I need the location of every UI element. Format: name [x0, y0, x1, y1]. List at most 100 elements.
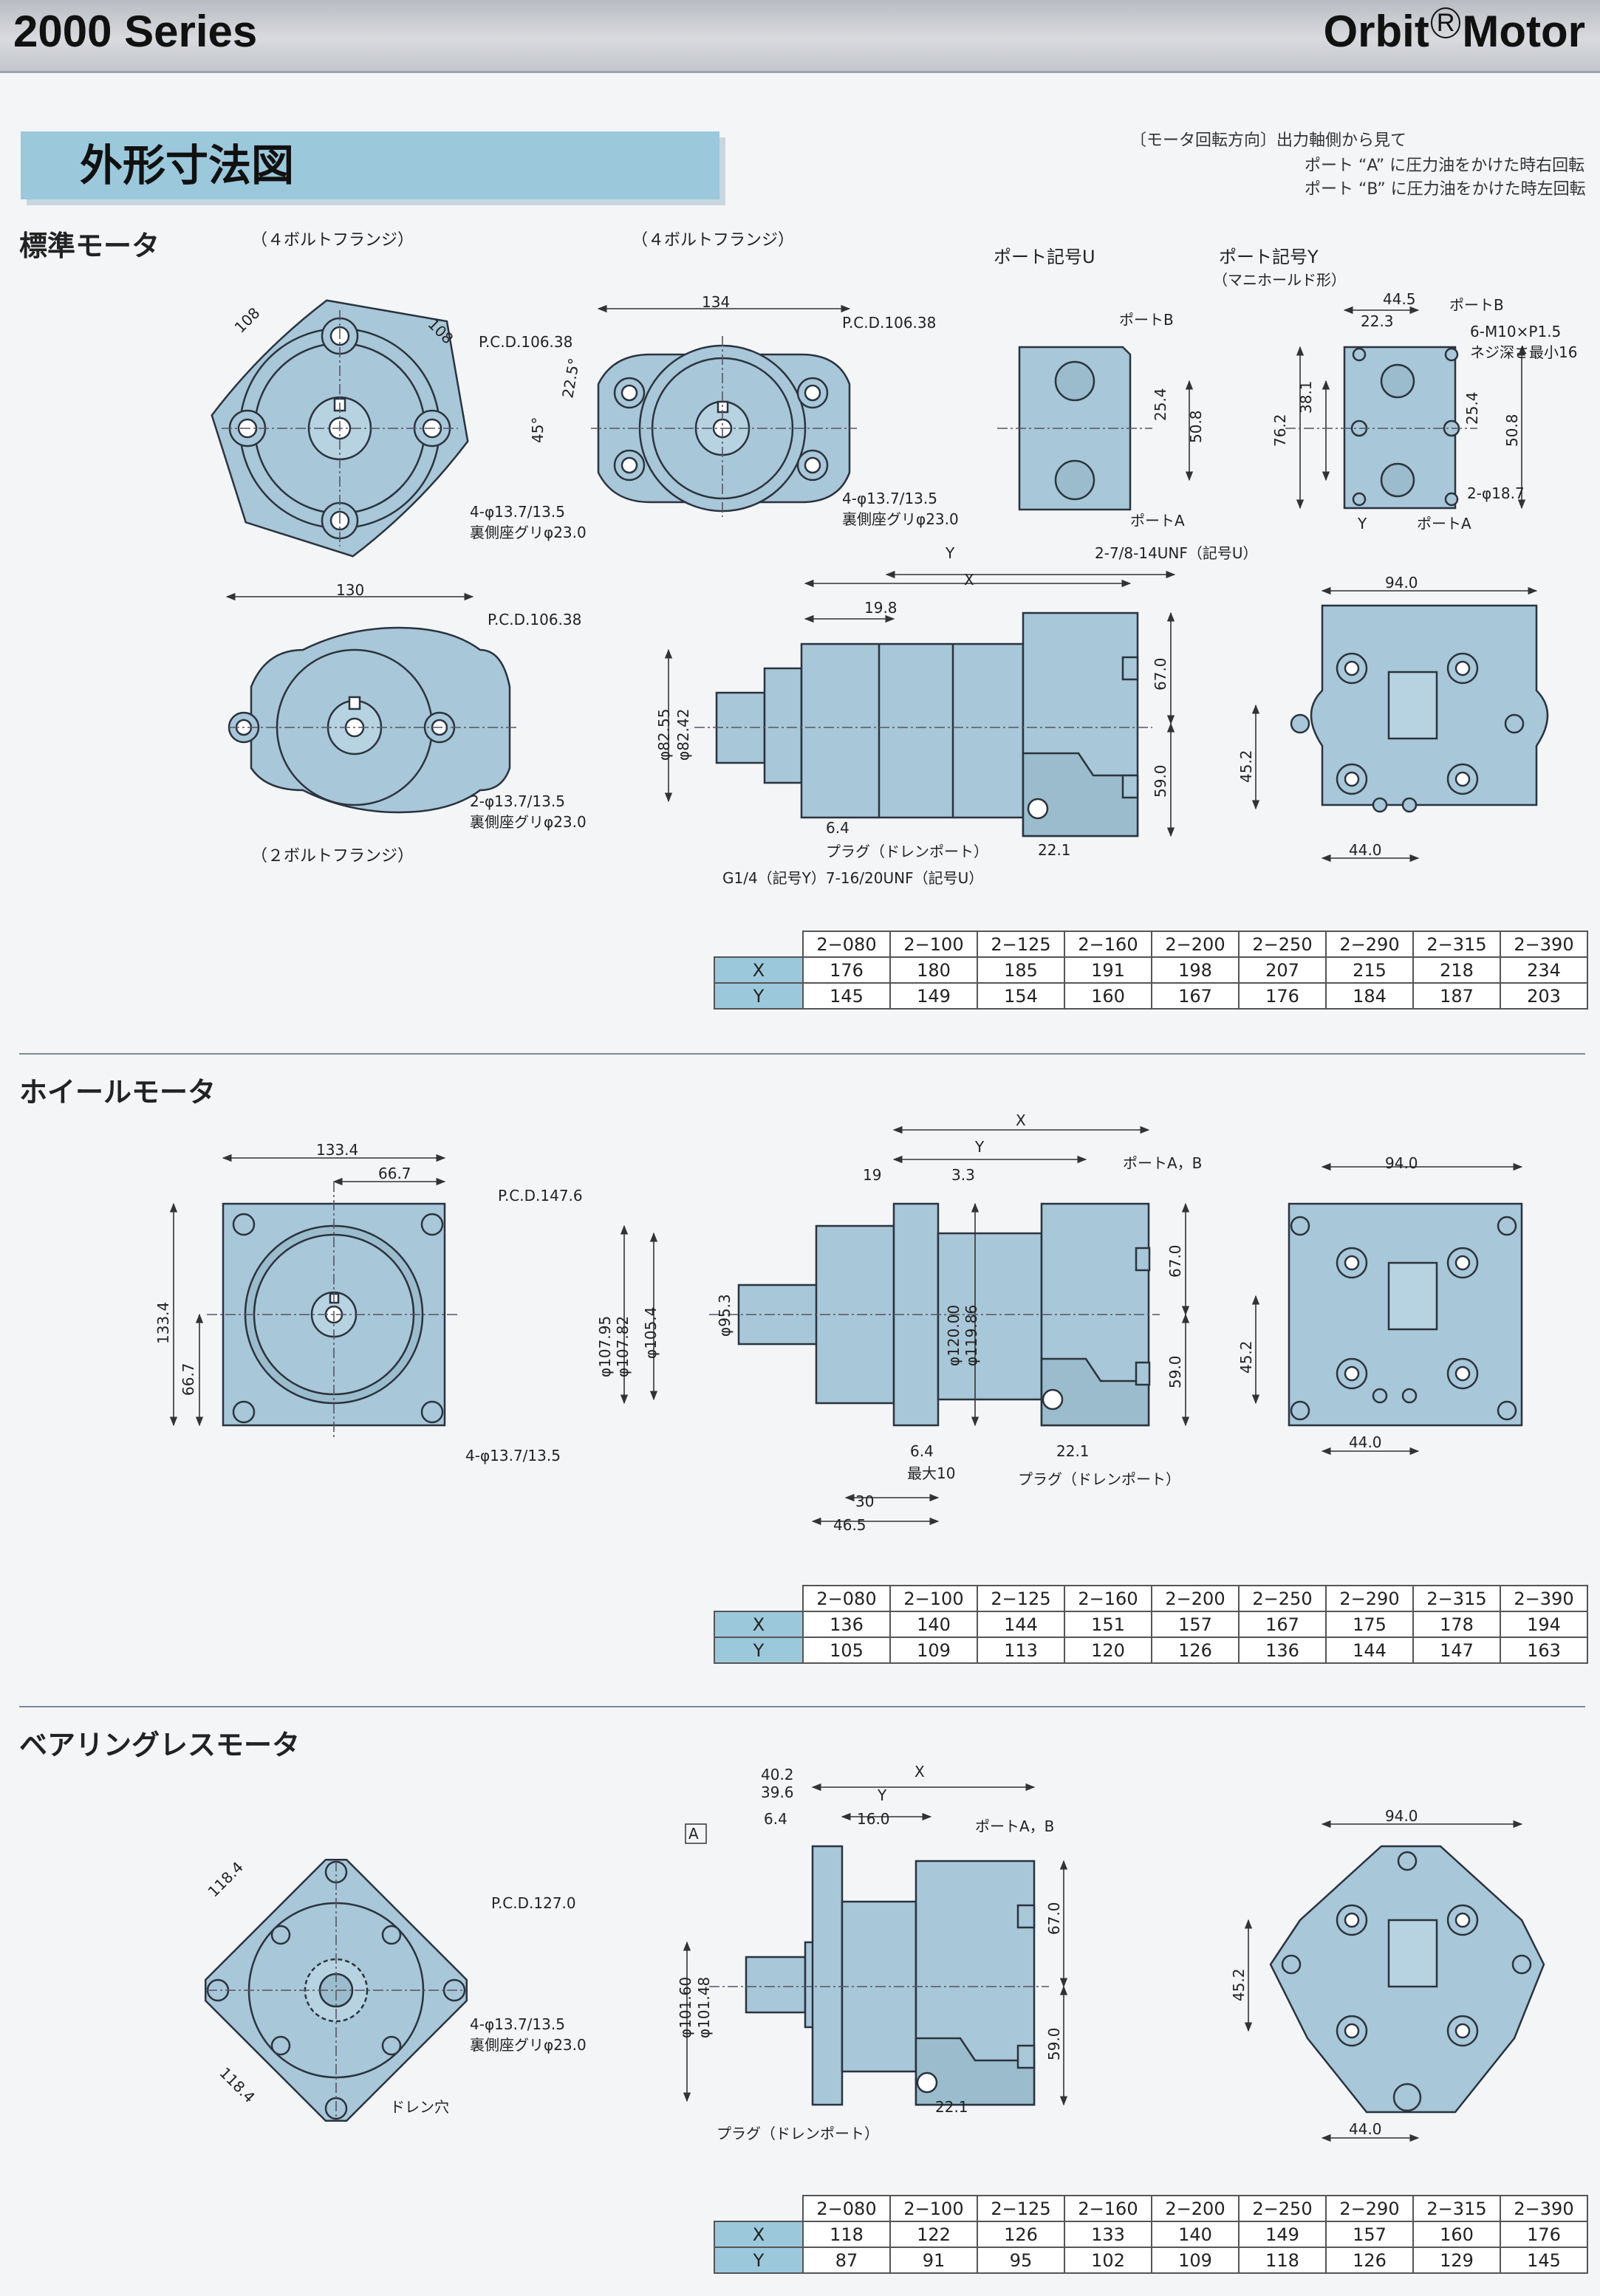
dim-phi-82-42: φ82.42 — [674, 709, 692, 761]
dim-max-10: 最大10 — [907, 1464, 955, 1482]
table-cell: 149 — [1238, 2221, 1327, 2248]
row-label: Y — [714, 2247, 804, 2274]
standard-2bolt-front-view — [228, 626, 511, 814]
dim-19: 19 — [863, 1166, 881, 1184]
standard-side-view — [715, 611, 1139, 837]
table-cell: 144 — [977, 1611, 1065, 1638]
caption-port-u: ポート記号U — [994, 247, 1095, 267]
col-header: 2−390 — [1500, 2195, 1588, 2222]
table-cell: 126 — [1325, 2247, 1414, 2274]
table-cell: 140 — [1151, 2221, 1240, 2248]
col-header: 2−290 — [1325, 1585, 1414, 1612]
dim-phi-107-82: φ107.82 — [614, 1316, 632, 1377]
standard-rear-view — [1290, 604, 1549, 813]
row-label: Y — [714, 1637, 804, 1664]
table-cell: 147 — [1412, 1637, 1501, 1664]
label-ports-ab: ポートA，B — [1123, 1154, 1202, 1172]
col-header: 2−080 — [802, 2195, 891, 2222]
series-title: 2000 Series — [13, 7, 258, 56]
table-cell: 154 — [977, 982, 1065, 1010]
col-header: 2−080 — [802, 931, 891, 958]
table-cell: 126 — [977, 2221, 1065, 2248]
label-port-b-2: ポートB — [1449, 296, 1504, 314]
dim-66-7-v: 66.7 — [180, 1363, 197, 1396]
dim-19-8: 19.8 — [864, 599, 898, 617]
row-label: Y — [714, 982, 804, 1010]
col-header: 2−200 — [1151, 1585, 1240, 1612]
col-header: 2−290 — [1325, 2195, 1414, 2222]
row-label: X — [714, 1611, 804, 1638]
table-cell: 87 — [802, 2247, 891, 2274]
dim-108-a: 108 — [231, 304, 264, 337]
standard-dimension-table: 2−080 2−100 2−125 2−160 2−200 2−250 2−29… — [714, 931, 1588, 1010]
section-heading-wheel: ホイールモータ — [19, 1076, 216, 1108]
dim-46-5: 46.5 — [833, 1516, 866, 1534]
dim-hole-3: 2-φ13.7/13.5 — [470, 792, 565, 810]
table-cell: 95 — [977, 2247, 1065, 2274]
table-cell: 126 — [1151, 1637, 1240, 1664]
label-drain-plug: プラグ（ドレンポート） — [826, 843, 988, 860]
caption-4bolt-b: （４ボルトフランジ） — [632, 231, 794, 250]
page-title: 外形寸法図 — [21, 131, 719, 199]
table-cell: 136 — [802, 1611, 891, 1638]
dim-x-wheel: X — [1016, 1111, 1026, 1129]
bearingless-rear-view — [1269, 1845, 1545, 2114]
table-cell: 145 — [802, 982, 891, 1010]
label-g14: G1/4（記号Y）7-16/20UNF（記号U） — [722, 869, 983, 887]
table-cell: 175 — [1325, 1611, 1414, 1638]
wheel-dimension-table: 2−080 2−100 2−125 2−160 2−200 2−250 2−29… — [714, 1585, 1588, 1664]
dim-66-7: 66.7 — [378, 1165, 411, 1182]
label-unf: 2-7/8-14UNF（記号U） — [1095, 544, 1258, 562]
table-cell: 218 — [1412, 956, 1501, 984]
dim-50-8-b: 50.8 — [1503, 414, 1521, 447]
dim-phi-101-48: φ101.48 — [695, 1977, 713, 2038]
dim-130: 130 — [336, 581, 364, 599]
table-cell: 207 — [1238, 956, 1327, 984]
dim-angle-22-5: 22.5° — [558, 357, 583, 400]
dim-44-0-wheel: 44.0 — [1349, 1433, 1382, 1451]
dim-y-bearingless: Y — [877, 1786, 887, 1804]
dim-x-bearingless: X — [914, 1763, 925, 1781]
table-cell: 120 — [1064, 1637, 1152, 1664]
rotation-note-line1: 〔モータ回転方向〕出力軸側から見て — [1130, 131, 1407, 150]
dim-67-0-wheel: 67.0 — [1166, 1244, 1184, 1278]
table-row: X 118 122 126 133 140 149 157 160 176 — [714, 2221, 1588, 2248]
dim-45-2: 45.2 — [1237, 750, 1255, 783]
dim-y: Y — [945, 544, 955, 562]
dim-59-0-bearingless: 59.0 — [1045, 2027, 1063, 2060]
dim-133-4-v: 133.4 — [154, 1302, 172, 1344]
dim-67-0-bearingless: 67.0 — [1045, 1902, 1063, 1935]
dim-59-0-wheel: 59.0 — [1166, 1355, 1184, 1388]
table-cell: 102 — [1064, 2247, 1152, 2274]
caption-port-y-sub: （マニホールド形） — [1213, 271, 1346, 289]
section-divider — [19, 1706, 1585, 1707]
dim-94-0: 94.0 — [1385, 574, 1418, 592]
col-header: 2−100 — [889, 1585, 978, 1612]
dim-134: 134 — [702, 293, 730, 311]
col-header: 2−125 — [977, 1585, 1065, 1612]
table-cell: 194 — [1500, 1611, 1588, 1638]
dim-phi-107-95: φ107.95 — [596, 1316, 614, 1377]
col-header: 2−160 — [1064, 1585, 1152, 1612]
col-header: 2−315 — [1412, 931, 1501, 958]
dim-6-4-bearingless: 6.4 — [764, 1810, 787, 1828]
rotation-note-line3: ポート “B” に圧力油をかけた時左回転 — [1305, 180, 1586, 199]
col-header: 2−160 — [1064, 931, 1152, 958]
dim-counterbore-3: 裏側座グリφ23.0 — [470, 813, 587, 831]
table-cell: 160 — [1064, 982, 1152, 1010]
table-cell: 113 — [977, 1637, 1065, 1664]
table-cell: 109 — [889, 1637, 978, 1664]
dim-counterbore-2: 裏側座グリφ23.0 — [842, 510, 959, 528]
col-header: 2−390 — [1500, 931, 1588, 958]
dim-angle-45: 45° — [529, 417, 547, 443]
section-heading-bearingless: ベアリングレスモータ — [19, 1729, 301, 1761]
dim-67-0: 67.0 — [1152, 657, 1169, 690]
dim-38-1: 38.1 — [1297, 380, 1315, 414]
dim-94-0-bearingless: 94.0 — [1385, 1807, 1418, 1825]
dim-6-4: 6.4 — [826, 819, 849, 837]
dim-counterbore-bearingless: 裏側座グリφ23.0 — [470, 2036, 587, 2054]
dim-hole-wheel: 4-φ13.7/13.5 — [465, 1447, 561, 1464]
table-cell: 203 — [1500, 982, 1588, 1010]
